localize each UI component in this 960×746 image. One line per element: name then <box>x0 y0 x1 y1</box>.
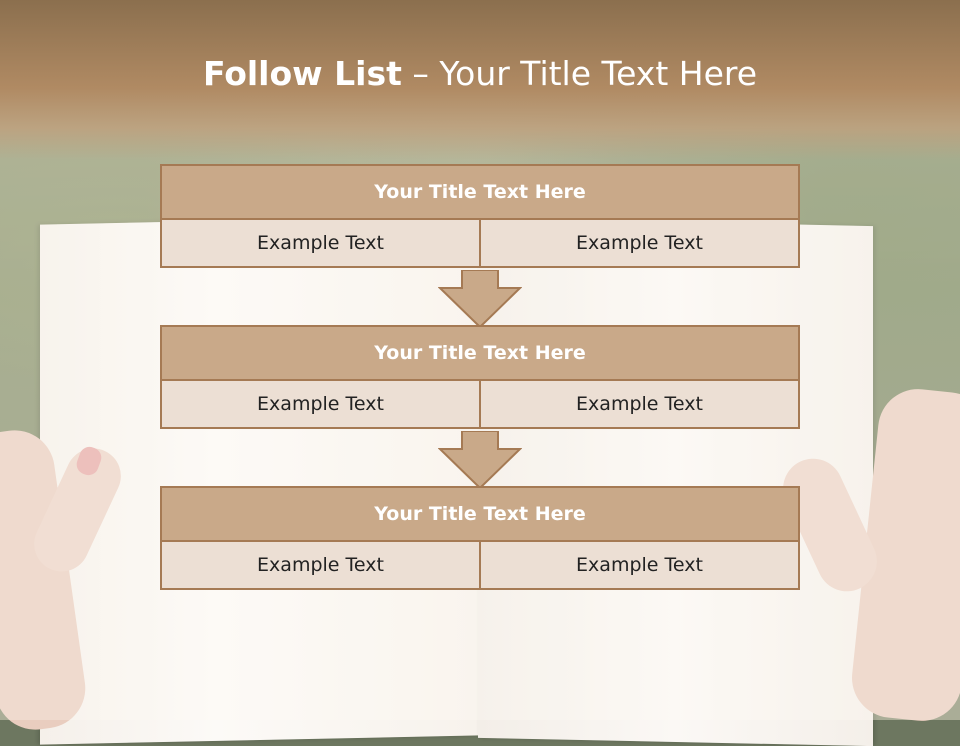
step-block-3: Your Title Text Here Example Text Exampl… <box>160 486 800 590</box>
slide-title: Follow List – Your Title Text Here <box>0 54 960 93</box>
step-row: Example Text Example Text <box>160 218 800 268</box>
step-cell-right: Example Text <box>479 379 800 429</box>
down-arrow-icon <box>438 270 522 328</box>
step-block-1: Your Title Text Here Example Text Exampl… <box>160 164 800 268</box>
step-title: Your Title Text Here <box>160 325 800 381</box>
step-block-2: Your Title Text Here Example Text Exampl… <box>160 325 800 429</box>
step-cell-left: Example Text <box>160 218 481 268</box>
step-row: Example Text Example Text <box>160 379 800 429</box>
step-title: Your Title Text Here <box>160 164 800 220</box>
step-title: Your Title Text Here <box>160 486 800 542</box>
down-arrow-icon <box>438 431 522 489</box>
slide-title-bold: Follow List <box>202 54 402 93</box>
step-cell-left: Example Text <box>160 540 481 590</box>
step-cell-right: Example Text <box>479 218 800 268</box>
step-cell-left: Example Text <box>160 379 481 429</box>
slide-title-rest: – Your Title Text Here <box>401 54 758 93</box>
step-row: Example Text Example Text <box>160 540 800 590</box>
header-band <box>0 0 960 160</box>
step-cell-right: Example Text <box>479 540 800 590</box>
